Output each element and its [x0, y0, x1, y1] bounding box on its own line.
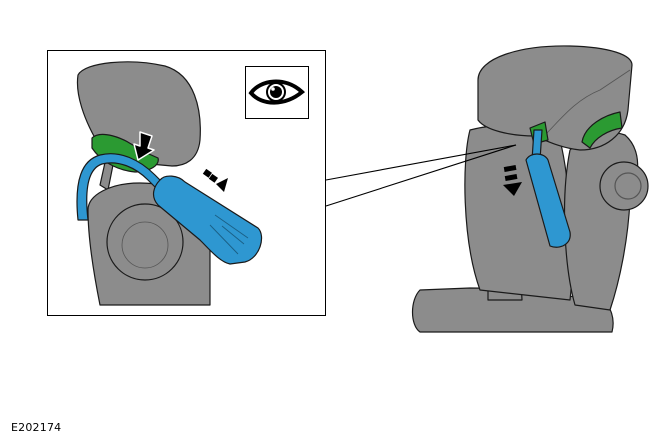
eye-icon: [245, 66, 309, 119]
callout-lines: [325, 144, 517, 207]
detail-inset: [47, 50, 326, 316]
dashed-arrow-down-icon: [503, 164, 522, 196]
child-seat-overview: [411, 45, 649, 333]
arrow-down-icon: [133, 131, 155, 161]
dashed-arrow-out-icon: [202, 168, 228, 192]
figure-id-label: E202174: [11, 421, 62, 434]
